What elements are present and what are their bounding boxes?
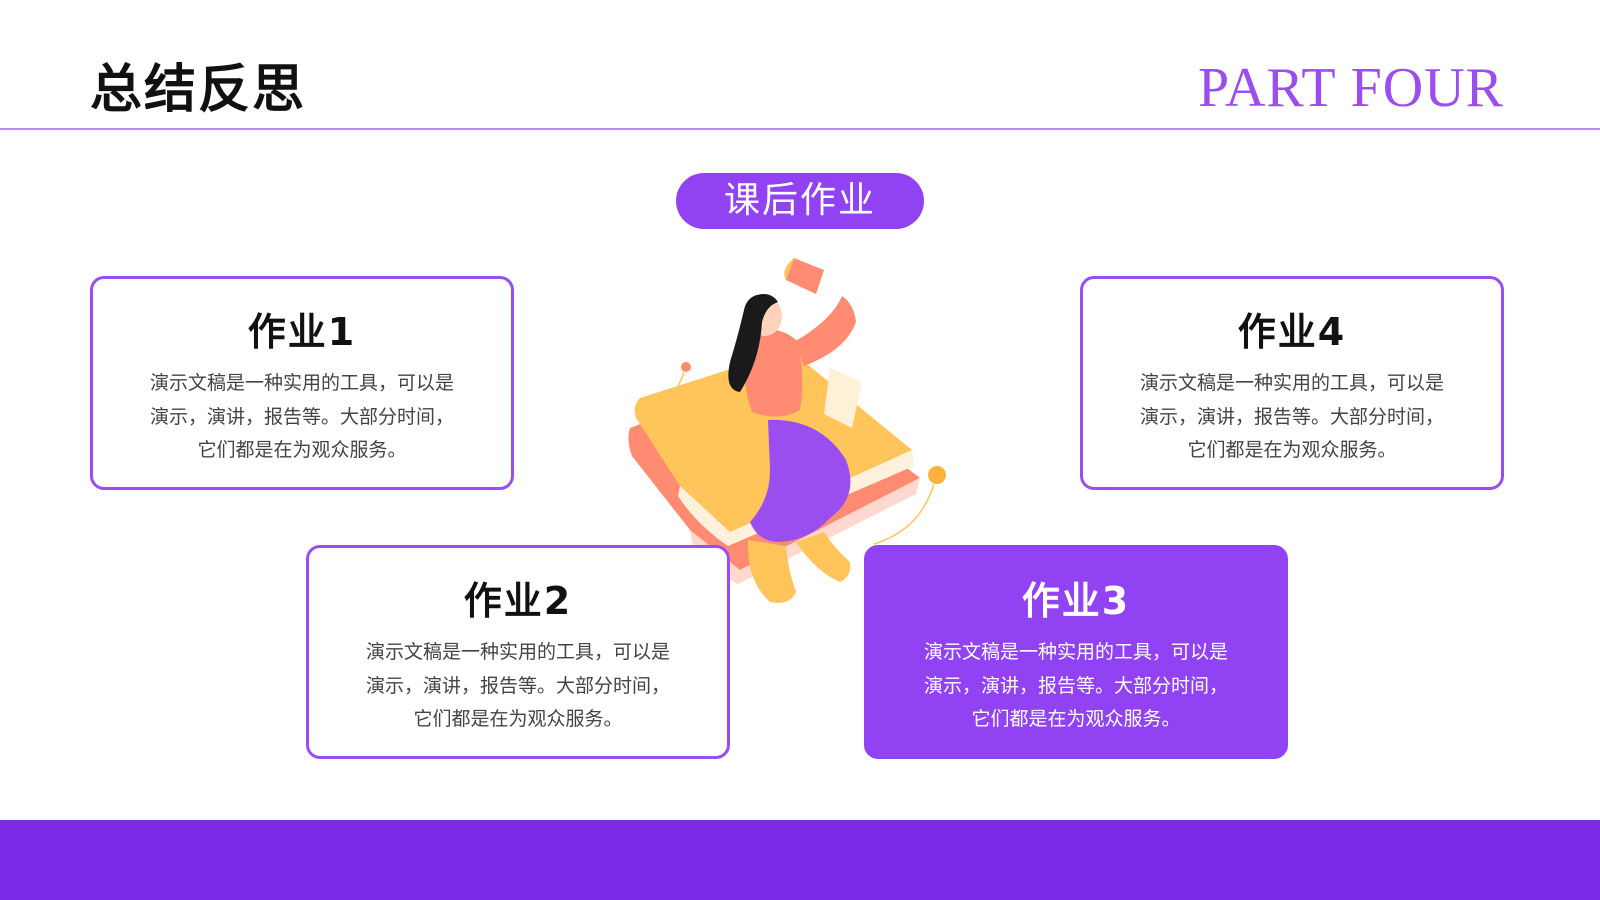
megaphone-icon bbox=[784, 258, 824, 294]
header-divider bbox=[0, 128, 1600, 130]
woman-reading-illustration bbox=[628, 258, 946, 603]
homework-card-4: 作业4 演示文稿是一种实用的工具，可以是 演示，演讲，报告等。大部分时间， 它们… bbox=[1080, 276, 1504, 490]
card-text: 演示文稿是一种实用的工具，可以是 演示，演讲，报告等。大部分时间， 它们都是在为… bbox=[122, 367, 482, 468]
footer-bar bbox=[0, 820, 1600, 900]
card-title: 作业4 bbox=[1237, 310, 1347, 354]
card-line: 演示文稿是一种实用的工具，可以是 bbox=[365, 641, 670, 663]
homework-card-3: 作业3 演示文稿是一种实用的工具，可以是 演示，演讲，报告等。大部分时间， 它们… bbox=[864, 545, 1288, 759]
card-title: 作业3 bbox=[1021, 579, 1131, 623]
card-line: 演示，演讲，报告等。大部分时间， bbox=[1139, 405, 1444, 428]
page-title: 总结反思 bbox=[90, 60, 307, 120]
woman-hair bbox=[728, 294, 778, 392]
card-line: 演示文稿是一种实用的工具，可以是 bbox=[923, 641, 1228, 663]
card-line: 演示文稿是一种实用的工具，可以是 bbox=[1139, 372, 1444, 394]
card-line: 它们都是在为观众服务。 bbox=[1187, 439, 1397, 461]
card-line: 演示，演讲，报告等。大部分时间， bbox=[365, 674, 670, 697]
card-line: 它们都是在为观众服务。 bbox=[971, 708, 1181, 730]
woman-legs bbox=[750, 419, 851, 542]
part-label: PART FOUR bbox=[1197, 57, 1504, 119]
card-line: 演示文稿是一种实用的工具，可以是 bbox=[149, 372, 454, 394]
card-text: 演示文稿是一种实用的工具，可以是 演示，演讲，报告等。大部分时间， 它们都是在为… bbox=[896, 636, 1256, 737]
card-text: 演示文稿是一种实用的工具，可以是 演示，演讲，报告等。大部分时间， 它们都是在为… bbox=[338, 636, 698, 737]
paper bbox=[824, 368, 862, 428]
section-pill: 课后作业 bbox=[676, 173, 924, 229]
card-line: 演示，演讲，报告等。大部分时间， bbox=[149, 405, 454, 428]
homework-card-1: 作业1 演示文稿是一种实用的工具，可以是 演示，演讲，报告等。大部分时间， 它们… bbox=[90, 276, 514, 490]
card-title: 作业2 bbox=[463, 579, 573, 623]
card-line: 演示，演讲，报告等。大部分时间， bbox=[923, 674, 1228, 697]
card-text: 演示文稿是一种实用的工具，可以是 演示，演讲，报告等。大部分时间， 它们都是在为… bbox=[1112, 367, 1472, 468]
homework-card-2: 作业2 演示文稿是一种实用的工具，可以是 演示，演讲，报告等。大部分时间， 它们… bbox=[306, 545, 730, 759]
card-title: 作业1 bbox=[247, 310, 357, 354]
woman-torso bbox=[745, 329, 803, 417]
card-line: 它们都是在为观众服务。 bbox=[197, 439, 407, 461]
card-line: 它们都是在为观众服务。 bbox=[413, 708, 623, 730]
